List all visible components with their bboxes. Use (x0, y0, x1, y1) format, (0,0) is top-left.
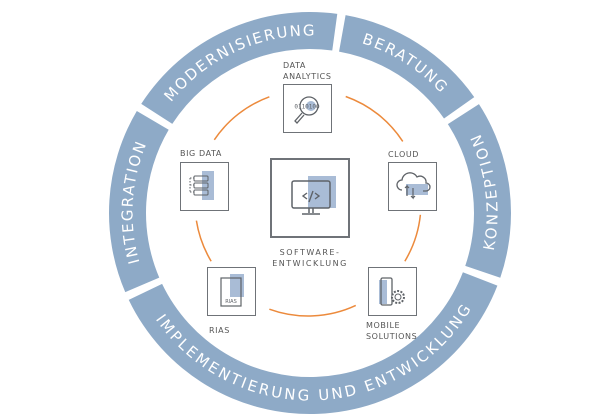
label-line: ENTWICKLUNG (272, 259, 348, 268)
cloud-sync-icon (396, 172, 431, 200)
connector-arc (195, 220, 212, 262)
label-line: ANALYTICS (283, 72, 332, 81)
label-line: DATA (283, 61, 307, 70)
label-line: SOLUTIONS (366, 332, 418, 341)
mobile-solutions-box (368, 267, 417, 316)
big-data-label: BIG DATA (180, 149, 222, 158)
cloud-box (388, 162, 437, 211)
binary-text: 0110100 (294, 104, 320, 111)
software-development-box (270, 158, 350, 238)
cloud-label: CLOUD (388, 150, 420, 159)
server-stack-icon (189, 171, 214, 200)
magnifier-binary-icon: 0110100 (294, 96, 320, 124)
data-analytics-box: 0110100 (283, 84, 332, 133)
connector-arc (404, 214, 422, 262)
document-icon: RIAS (220, 274, 244, 307)
rias-label: RIAS (209, 326, 230, 335)
big-data-box (180, 162, 229, 211)
rias-icon-text: RIAS (225, 299, 237, 305)
rias-box: RIAS (207, 267, 256, 316)
connector-arc (345, 95, 404, 142)
connector-arc (269, 304, 357, 317)
segment-beratung (339, 15, 475, 119)
data-analytics-label: DATA ANALYTICS (283, 60, 332, 82)
software-development-label: SOFTWARE- ENTWICKLUNG (270, 247, 350, 269)
segment-modernisierung (141, 11, 338, 124)
segment-implementierung (128, 272, 498, 414)
label-line: MOBILE (366, 321, 401, 330)
mobile-solutions-label: MOBILE SOLUTIONS (366, 320, 417, 342)
mobile-gear-icon (379, 277, 405, 306)
connector-arc (213, 96, 270, 141)
segment-konzeption (447, 104, 511, 278)
label-line: SOFTWARE- (279, 248, 341, 257)
segment-integration (109, 110, 169, 293)
code-monitor-icon (291, 176, 336, 215)
